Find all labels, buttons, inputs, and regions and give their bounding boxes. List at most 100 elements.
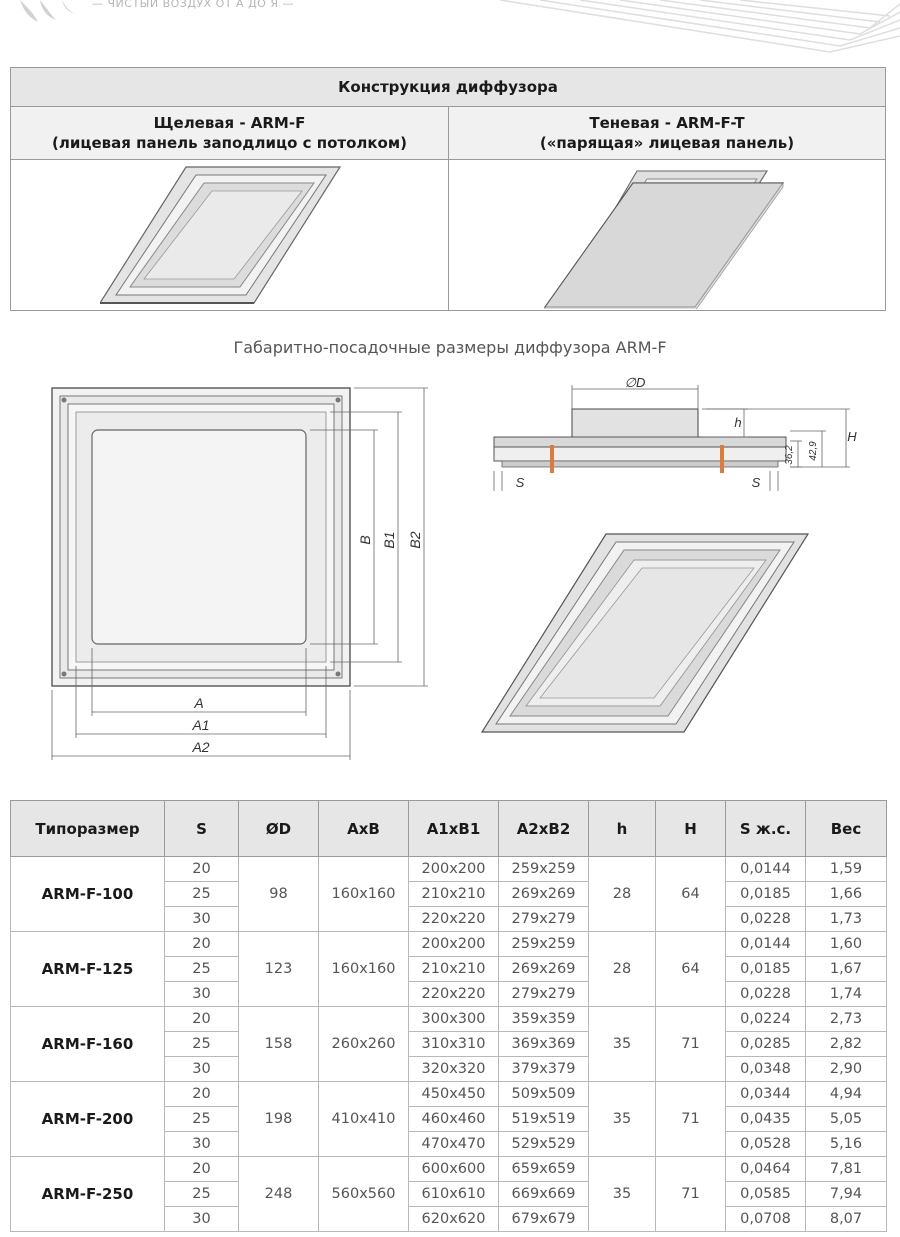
a2b2-cell: 519x519 bbox=[498, 1106, 589, 1132]
d-cell: 98 bbox=[238, 856, 319, 932]
weight-cell: 2,82 bbox=[805, 1031, 887, 1057]
h-cell: 35 bbox=[588, 1081, 656, 1157]
col-header-weight: Вес bbox=[805, 800, 887, 857]
a2b2-cell: 529x529 bbox=[498, 1131, 589, 1157]
a1b1-cell: 460x460 bbox=[408, 1106, 499, 1132]
table-row: 30 320x320 379x379 0,0348 2,90 bbox=[11, 1056, 887, 1082]
weight-cell: 1,60 bbox=[805, 931, 887, 957]
weight-cell: 5,16 bbox=[805, 1131, 887, 1157]
s-cell: 25 bbox=[164, 1106, 239, 1132]
construction-table: Конструкция диффузора Щелевая - ARM-F (л… bbox=[10, 67, 886, 311]
s-cell: 20 bbox=[164, 1006, 239, 1032]
a2b2-cell: 269x269 bbox=[498, 881, 589, 907]
col-header-axb: AxB bbox=[318, 800, 409, 857]
slot-diffuser-image-cell bbox=[10, 159, 449, 311]
dim-a-label: A bbox=[193, 695, 203, 711]
dim-d-label: ∅D bbox=[625, 375, 646, 390]
dim-b1-label: B1 bbox=[381, 531, 397, 548]
construction-title: Конструкция диффузора bbox=[10, 67, 886, 107]
h-cell: 35 bbox=[588, 1006, 656, 1082]
a1b1-cell: 310x310 bbox=[408, 1031, 499, 1057]
slot-type-label: Щелевая - ARM-F bbox=[153, 114, 306, 132]
d-cell: 123 bbox=[238, 931, 319, 1007]
weight-cell: 2,90 bbox=[805, 1056, 887, 1082]
s-cell: 30 bbox=[164, 906, 239, 932]
sjs-cell: 0,0224 bbox=[725, 1006, 806, 1032]
table-row: ARM-F-125 20 123 160x160 200x200 259x259… bbox=[10, 931, 887, 1007]
d-cell: 158 bbox=[238, 1006, 319, 1082]
weight-cell: 1,67 bbox=[805, 956, 887, 982]
construction-right-header: Теневая - ARM-F-T («парящая» лицевая пан… bbox=[448, 106, 886, 160]
weight-cell: 8,07 bbox=[805, 1206, 887, 1232]
sjs-cell: 0,0144 bbox=[725, 856, 806, 882]
a2b2-cell: 369x369 bbox=[498, 1031, 589, 1057]
weight-cell: 1,74 bbox=[805, 981, 887, 1007]
a2b2-cell: 259x259 bbox=[498, 856, 589, 882]
H-cell: 71 bbox=[655, 1156, 726, 1232]
a1b1-cell: 470x470 bbox=[408, 1131, 499, 1157]
shadow-type-desc: («парящая» лицевая панель) bbox=[539, 134, 795, 152]
dimensions-table: Типоразмер S ØD AxB A1xB1 A2xB2 h H S ж.… bbox=[10, 800, 887, 1232]
H-cell: 71 bbox=[655, 1081, 726, 1157]
H-cell: 71 bbox=[655, 1006, 726, 1082]
col-header-H: H bbox=[655, 800, 726, 857]
s-cell: 30 bbox=[164, 1056, 239, 1082]
a1b1-cell: 620x620 bbox=[408, 1206, 499, 1232]
weight-cell: 1,59 bbox=[805, 856, 887, 882]
H-cell: 64 bbox=[655, 931, 726, 1007]
weight-cell: 7,94 bbox=[805, 1181, 887, 1207]
table-row: ARM-F-200 20 198 410x410 450x450 509x509… bbox=[10, 1081, 887, 1157]
sjs-cell: 0,0708 bbox=[725, 1206, 806, 1232]
header-decoration bbox=[20, 0, 900, 53]
model-cell: ARM-F-200 bbox=[10, 1081, 165, 1157]
s-cell: 20 bbox=[164, 1156, 239, 1182]
table-row: 25 460x460 519x519 0,0435 5,05 bbox=[11, 1106, 887, 1132]
table-row: ARM-F-250 20 248 560x560 600x600 659x659… bbox=[10, 1156, 887, 1232]
sjs-cell: 0,0228 bbox=[725, 981, 806, 1007]
page-header: — ЧИСТЫЙ ВОЗДУХ ОТ А ДО Я — bbox=[0, 0, 900, 60]
weight-cell: 1,66 bbox=[805, 881, 887, 907]
table-row: 25 310x310 369x369 0,0285 2,82 bbox=[11, 1031, 887, 1057]
H-cell: 64 bbox=[655, 856, 726, 932]
isometric-view-drawing bbox=[480, 533, 810, 733]
col-header-a2b2: A2xB2 bbox=[498, 800, 589, 857]
sjs-cell: 0,0185 bbox=[725, 956, 806, 982]
d-cell: 248 bbox=[238, 1156, 319, 1232]
table-row: 30 470x470 529x529 0,0528 5,16 bbox=[11, 1131, 887, 1157]
a1b1-cell: 610x610 bbox=[408, 1181, 499, 1207]
h-cell: 35 bbox=[588, 1156, 656, 1232]
a1b1-cell: 450x450 bbox=[408, 1081, 499, 1107]
slot-diffuser-illustration bbox=[99, 166, 341, 304]
table-row: ARM-F-100 20 98 160x160 200x200 259x259 … bbox=[10, 856, 887, 932]
s-cell: 20 bbox=[164, 931, 239, 957]
construction-left-header: Щелевая - ARM-F (лицевая панель заподлиц… bbox=[10, 106, 449, 160]
table-header-row: Типоразмер S ØD AxB A1xB1 A2xB2 h H S ж.… bbox=[10, 800, 887, 857]
header-stripes bbox=[499, 0, 900, 53]
sjs-cell: 0,0228 bbox=[725, 906, 806, 932]
s-cell: 20 bbox=[164, 856, 239, 882]
a2b2-cell: 659x659 bbox=[498, 1156, 589, 1182]
a1b1-cell: 320x320 bbox=[408, 1056, 499, 1082]
sjs-cell: 0,0435 bbox=[725, 1106, 806, 1132]
a2b2-cell: 259x259 bbox=[498, 931, 589, 957]
sjs-cell: 0,0344 bbox=[725, 1081, 806, 1107]
a1b1-cell: 200x200 bbox=[408, 856, 499, 882]
a1b1-cell: 210x210 bbox=[408, 881, 499, 907]
sjs-cell: 0,0185 bbox=[725, 881, 806, 907]
a2b2-cell: 359x359 bbox=[498, 1006, 589, 1032]
a1b1-cell: 600x600 bbox=[408, 1156, 499, 1182]
dim-s-right-label: S bbox=[752, 475, 761, 490]
a2b2-cell: 279x279 bbox=[498, 906, 589, 932]
col-header-model: Типоразмер bbox=[10, 800, 165, 857]
sjs-cell: 0,0285 bbox=[725, 1031, 806, 1057]
dim-b-label: B bbox=[357, 535, 373, 544]
axb-cell: 410x410 bbox=[318, 1081, 409, 1157]
logo-leaf-icon bbox=[20, 0, 76, 22]
header-tagline: — ЧИСТЫЙ ВОЗДУХ ОТ А ДО Я — bbox=[92, 0, 294, 10]
weight-cell: 2,73 bbox=[805, 1006, 887, 1032]
col-header-d: ØD bbox=[238, 800, 319, 857]
d-cell: 198 bbox=[238, 1081, 319, 1157]
col-header-s: S bbox=[164, 800, 239, 857]
axb-cell: 160x160 bbox=[318, 856, 409, 932]
table-row: 25 210x210 269x269 0,0185 1,67 bbox=[11, 956, 887, 982]
